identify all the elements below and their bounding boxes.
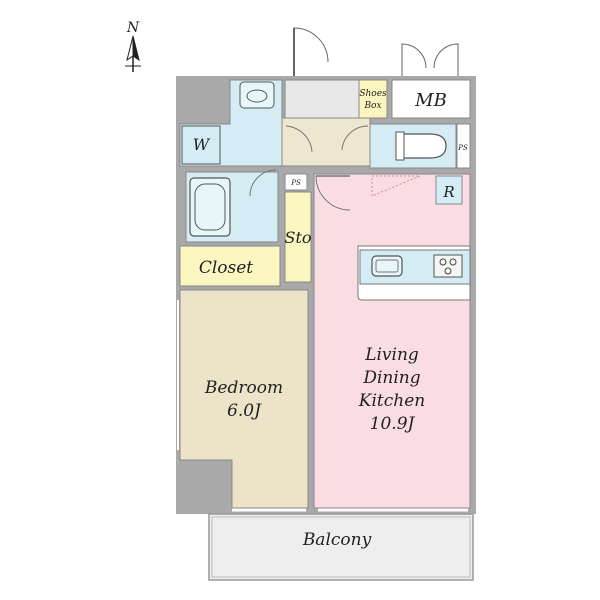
ps-top-area <box>456 123 471 169</box>
mb-label: MB <box>414 90 447 111</box>
closet-label: Closet <box>199 258 253 278</box>
stove-icon <box>433 254 463 278</box>
burner-icon <box>444 267 452 275</box>
washer-box <box>181 125 221 165</box>
mb-door-right-icon <box>433 43 459 76</box>
ldk-label-living: Living <box>364 345 419 365</box>
washbasin-icon <box>239 81 275 109</box>
bathtub-icon <box>189 177 231 237</box>
entry-area <box>281 117 371 167</box>
ldk-label-kitchen: Kitchen <box>358 391 425 411</box>
burner-icon <box>449 258 457 266</box>
entry-inner-door2-icon <box>341 125 369 151</box>
ps-top-label: PS <box>457 144 468 152</box>
ps-mid-area <box>284 173 308 191</box>
refrigerator-space <box>435 175 463 205</box>
shoes-box-label-line1: Shoes <box>359 89 387 99</box>
ldk-area <box>313 173 471 509</box>
north-arrow-icon <box>125 35 141 72</box>
dashed-area <box>371 175 421 197</box>
bath-door-icon <box>249 169 277 197</box>
ldk-label-dining: Dining <box>362 368 420 388</box>
ldk-door-icon <box>315 175 351 211</box>
sink-basin-icon <box>375 259 399 273</box>
closet-area <box>179 245 281 287</box>
sink-icon <box>371 255 403 277</box>
compass-label: N <box>126 20 140 36</box>
mb-door-left-icon <box>401 43 427 76</box>
washer-label: W <box>193 135 211 154</box>
refrigerator-label: R <box>442 183 454 201</box>
bedroom-area <box>179 289 309 509</box>
ps-mid-label: PS <box>290 179 301 187</box>
balcony-label: Balcony <box>302 530 372 550</box>
mb-area <box>391 79 471 119</box>
corridor-area <box>284 79 360 119</box>
bedroom-size: 6.0J <box>227 401 262 421</box>
storage-area <box>284 191 312 283</box>
bedroom-label: Bedroom <box>204 378 283 398</box>
balcony-area <box>208 513 474 581</box>
storage-label: Sto <box>284 228 311 247</box>
toilet-tank-icon <box>395 131 405 161</box>
shoes-box-area <box>358 79 388 119</box>
entry-door-left-icon <box>293 27 329 76</box>
washbasin-bowl-icon <box>246 89 268 103</box>
burner-icon <box>439 258 447 266</box>
toilet-icon <box>401 133 447 159</box>
shoes-box-label-line2: Box <box>363 101 381 111</box>
bathtub-inner-icon <box>194 183 226 231</box>
ldk-size: 10.9J <box>370 414 416 434</box>
entry-inner-door-icon <box>285 125 313 153</box>
balcony-inner <box>211 516 471 578</box>
